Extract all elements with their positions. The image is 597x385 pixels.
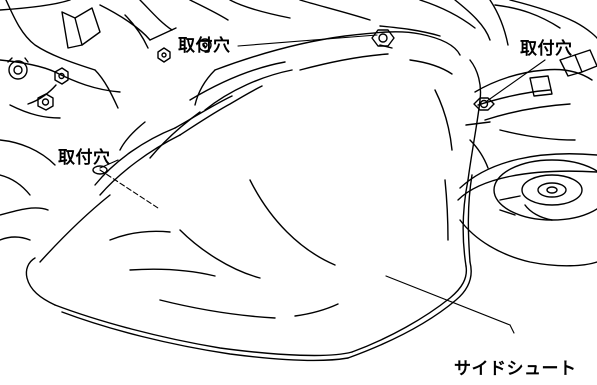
hex-bolt-icon (198, 38, 212, 52)
mount-hole-label: 取付穴 (520, 39, 573, 59)
wheel-hub-icon (457, 153, 597, 267)
mount-hole-right-bolt (465, 97, 495, 126)
mount-hole-top-bolt (371, 29, 395, 47)
drive-linkage (469, 0, 597, 169)
hex-nut-icon (157, 47, 171, 63)
mount-hole-label: 取付穴 (178, 36, 231, 56)
mower-deck-body (0, 0, 597, 241)
hex-nut-icon (37, 93, 54, 111)
hex-nut-icon (54, 67, 69, 85)
side-chute-shell (25, 25, 482, 362)
side-chute-label: サイドシュート (454, 359, 577, 379)
mount-hole-left (92, 165, 108, 175)
hex-bolt-icon (7, 57, 29, 80)
mount-hole-label: 取付穴 (58, 148, 111, 168)
leader-lines (99, 34, 546, 334)
